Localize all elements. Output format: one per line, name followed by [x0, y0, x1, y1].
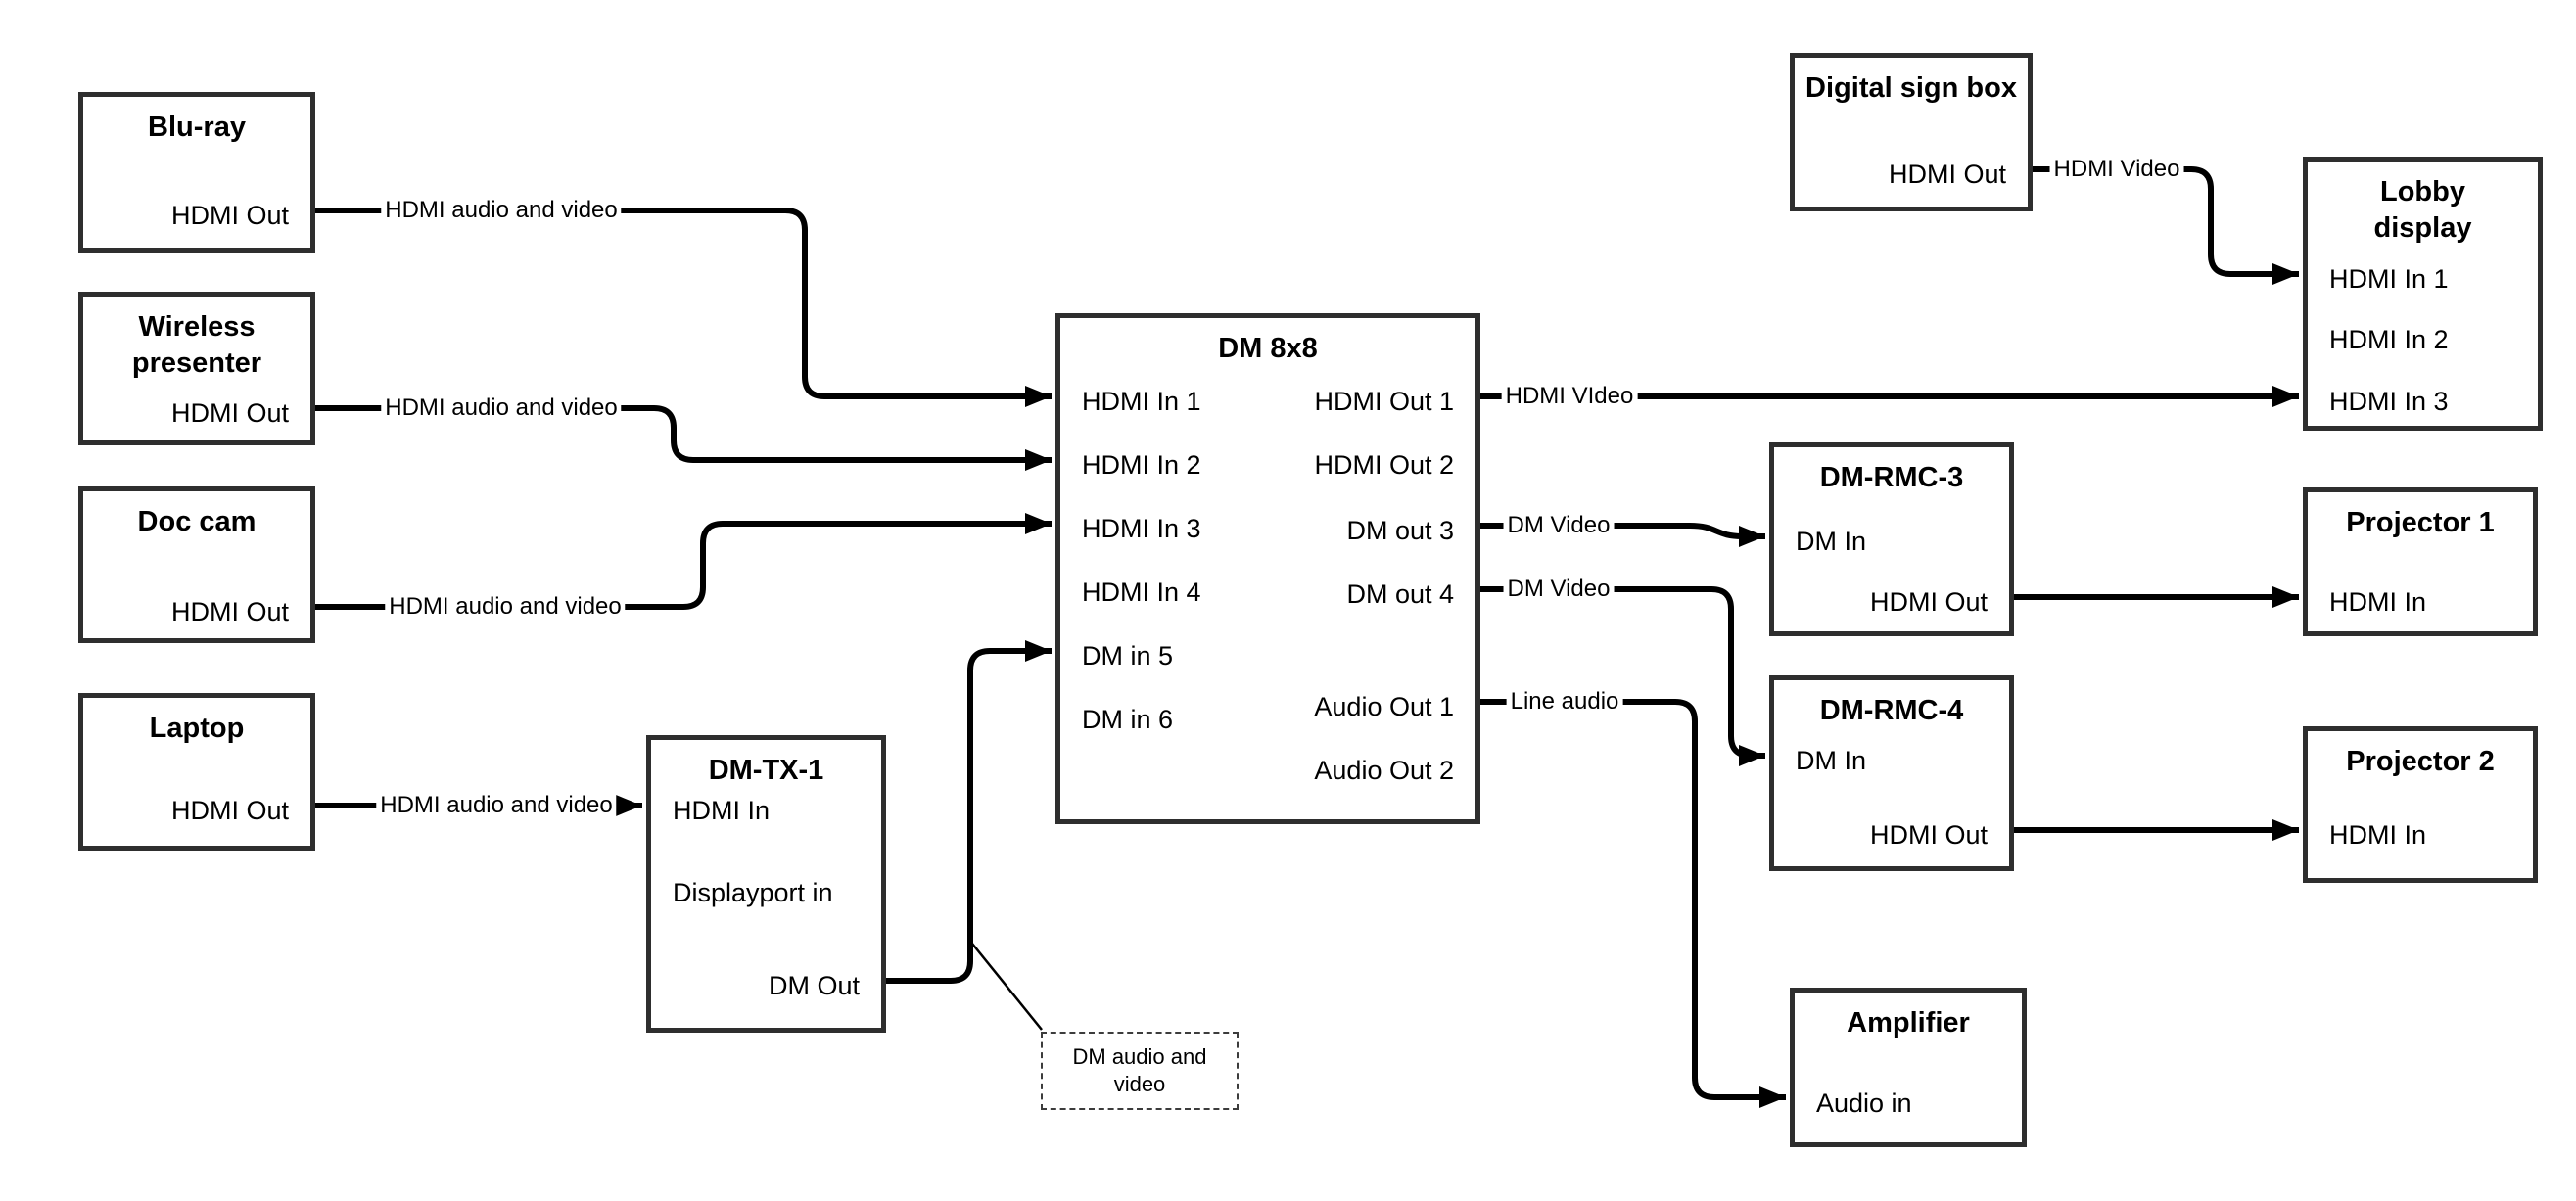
port-dm-out: DM Out — [768, 971, 860, 1000]
port-hdmi-out: HDMI Out — [170, 796, 289, 825]
port-hdmi-in: HDMI In — [673, 796, 771, 825]
port-hdmi-in-3: HDMI In 3 — [1082, 514, 1201, 543]
port-hdmi-in: HDMI In — [2329, 587, 2427, 617]
node-doc-cam: Doc cam HDMI Out — [78, 486, 315, 643]
wire-label-hdmi-video-out1: HDMI VIdeo — [1501, 383, 1638, 410]
wire-signbox-to-lobby-in1 — [2033, 166, 2299, 285]
port-audio-in: Audio in — [1816, 1088, 1912, 1118]
node-title: Wireless presenter — [131, 311, 262, 379]
port-hdmi-in-4: HDMI In 4 — [1082, 577, 1201, 607]
port-dm-in-5: DM in 5 — [1082, 641, 1174, 670]
node-title: DM-RMC-3 — [1819, 462, 1964, 493]
node-title: Laptop — [149, 713, 245, 744]
annotation-leader-line — [971, 943, 1043, 1031]
wire-dmtx1-to-dm8x8-in5 — [886, 640, 1052, 984]
port-hdmi-out: HDMI Out — [170, 597, 289, 626]
wire-doccam-to-dm8x8-in3 — [315, 513, 1052, 610]
node-projector-2: Projector 2 HDMI In — [2303, 726, 2538, 883]
port-dm-in-6: DM in 6 — [1082, 705, 1174, 734]
port-hdmi-in-2: HDMI In 2 — [2329, 325, 2449, 354]
node-title: Lobby display — [2373, 176, 2472, 244]
node-laptop: Laptop HDMI Out — [78, 693, 315, 851]
port-hdmi-out: HDMI Out — [1888, 160, 2006, 189]
node-dm-rmc-4: DM-RMC-4 DM In HDMI Out — [1769, 675, 2014, 871]
wire-label-hdmi-av-4: HDMI audio and video — [376, 792, 617, 819]
node-digital-sign-box: Digital sign box HDMI Out — [1790, 53, 2033, 211]
wire-label-dm-video-2: DM Video — [1503, 576, 1615, 603]
port-hdmi-out-1: HDMI Out 1 — [1314, 387, 1454, 416]
port-hdmi-in: HDMI In — [2329, 820, 2427, 850]
node-title: Projector 2 — [2346, 746, 2495, 777]
wire-label-hdmi-video-signbox: HDMI Video — [2049, 156, 2184, 183]
wire-dm8x8-out4-to-dmrmc4 — [1480, 586, 1765, 766]
wire-label-hdmi-av-2: HDMI audio and video — [381, 394, 622, 422]
port-audio-out-2: Audio Out 2 — [1314, 756, 1454, 785]
node-dm-rmc-3: DM-RMC-3 DM In HDMI Out — [1769, 442, 2014, 636]
port-hdmi-out: HDMI Out — [170, 201, 289, 230]
node-title: DM-RMC-4 — [1819, 695, 1964, 726]
wire-label-dm-video-1: DM Video — [1503, 512, 1615, 539]
port-hdmi-out: HDMI Out — [170, 398, 289, 428]
port-dm-in: DM In — [1796, 746, 1867, 775]
node-dm-tx-1: DM-TX-1 HDMI In Displayport in DM Out — [646, 735, 886, 1033]
node-dm-8x8: DM 8x8 HDMI In 1 HDMI In 2 HDMI In 3 HDM… — [1055, 313, 1480, 824]
node-title: Blu-ray — [148, 112, 246, 143]
port-dm-in: DM In — [1796, 527, 1867, 556]
wire-wireless-to-dm8x8-in2 — [315, 405, 1052, 471]
node-projector-1: Projector 1 HDMI In — [2303, 487, 2538, 636]
wire-dm8x8-audio1-to-amplifier — [1480, 699, 1786, 1108]
node-title: DM 8x8 — [1218, 333, 1318, 364]
port-hdmi-in-1: HDMI In 1 — [1082, 387, 1201, 416]
port-dm-out-4: DM out 4 — [1346, 579, 1454, 609]
port-hdmi-out-2: HDMI Out 2 — [1314, 450, 1454, 480]
node-title: Amplifier — [1847, 1007, 1970, 1039]
node-title: DM-TX-1 — [708, 755, 824, 786]
node-title: Projector 1 — [2346, 507, 2495, 538]
wire-label-hdmi-av-3: HDMI audio and video — [385, 593, 626, 621]
node-title: Digital sign box — [1805, 72, 2017, 104]
annotation-dm-audio-video: DM audio and video — [1041, 1032, 1239, 1110]
port-hdmi-in-2: HDMI In 2 — [1082, 450, 1201, 480]
node-title: Doc cam — [137, 506, 257, 537]
port-audio-out-1: Audio Out 1 — [1314, 692, 1454, 721]
node-amplifier: Amplifier Audio in — [1790, 988, 2027, 1147]
port-dm-out-3: DM out 3 — [1346, 516, 1454, 545]
node-wireless-presenter: Wireless presenter HDMI Out — [78, 292, 315, 445]
port-displayport-in: Displayport in — [673, 878, 833, 907]
wire-bluray-to-dm8x8-in1 — [315, 208, 1052, 407]
node-lobby-display: Lobby display HDMI In 1 HDMI In 2 HDMI I… — [2303, 157, 2543, 431]
port-hdmi-out: HDMI Out — [1869, 587, 1988, 617]
port-hdmi-out: HDMI Out — [1869, 820, 1988, 850]
wire-label-line-audio: Line audio — [1506, 688, 1623, 716]
port-hdmi-in-3: HDMI In 3 — [2329, 387, 2449, 416]
port-hdmi-in-1: HDMI In 1 — [2329, 264, 2449, 294]
node-bluray: Blu-ray HDMI Out — [78, 92, 315, 253]
wire-label-hdmi-av-1: HDMI audio and video — [381, 197, 622, 224]
